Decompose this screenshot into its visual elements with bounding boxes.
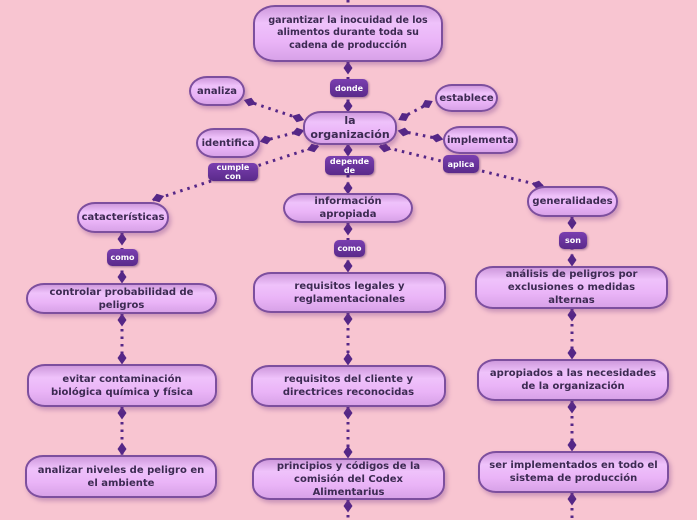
concept-node-analizar-niveles[interactable]: analizar niveles de peligro en el ambien…	[25, 455, 217, 498]
link-label-cumple-con[interactable]: cumple con	[208, 163, 258, 181]
concept-node-identifica[interactable]: identifica	[196, 128, 260, 158]
link-label-como-center[interactable]: como	[334, 240, 365, 257]
link-label-son[interactable]: son	[559, 232, 587, 249]
concept-node-analisis-peligros[interactable]: análisis de peligros por exclusiones o m…	[475, 266, 668, 309]
concept-node-controlar-peligros[interactable]: controlar probabilidad de peligros	[26, 283, 217, 314]
concept-node-informacion-apropiada[interactable]: información apropiada	[283, 193, 413, 223]
link-label-aplica[interactable]: aplica	[443, 155, 479, 173]
concept-node-implementa[interactable]: implementa	[443, 126, 518, 154]
concept-node-requisitos-legales[interactable]: requisitos legales y reglamentacionales	[253, 272, 446, 313]
concept-node-requisitos-cliente[interactable]: requisitos del cliente y directrices rec…	[251, 365, 446, 407]
concept-node-la-organizacion[interactable]: la organización	[303, 111, 397, 145]
concept-node-apropiados-necesidades[interactable]: apropiados a las necesidades de la organ…	[477, 359, 669, 401]
concept-node-caracteristicas[interactable]: catacterísticas	[77, 202, 169, 233]
concept-node-evitar-contaminacion[interactable]: evitar contaminación biológica química y…	[27, 364, 217, 407]
link-label-como-left[interactable]: como	[107, 249, 138, 266]
concept-node-ser-implementados[interactable]: ser implementados en todo el sistema de …	[478, 451, 669, 493]
concept-node-principios-codex[interactable]: principios y códigos de la comisión del …	[252, 458, 445, 500]
concept-node-analiza[interactable]: analiza	[189, 76, 245, 106]
concept-node-generalidades[interactable]: generalidades	[527, 186, 618, 217]
link-label-depende-de[interactable]: depende de	[325, 156, 374, 175]
concept-node-root[interactable]: garantizar la inocuidad de los alimentos…	[253, 5, 443, 62]
concept-node-establece[interactable]: establece	[435, 84, 498, 112]
link-label-donde[interactable]: donde	[330, 79, 368, 97]
